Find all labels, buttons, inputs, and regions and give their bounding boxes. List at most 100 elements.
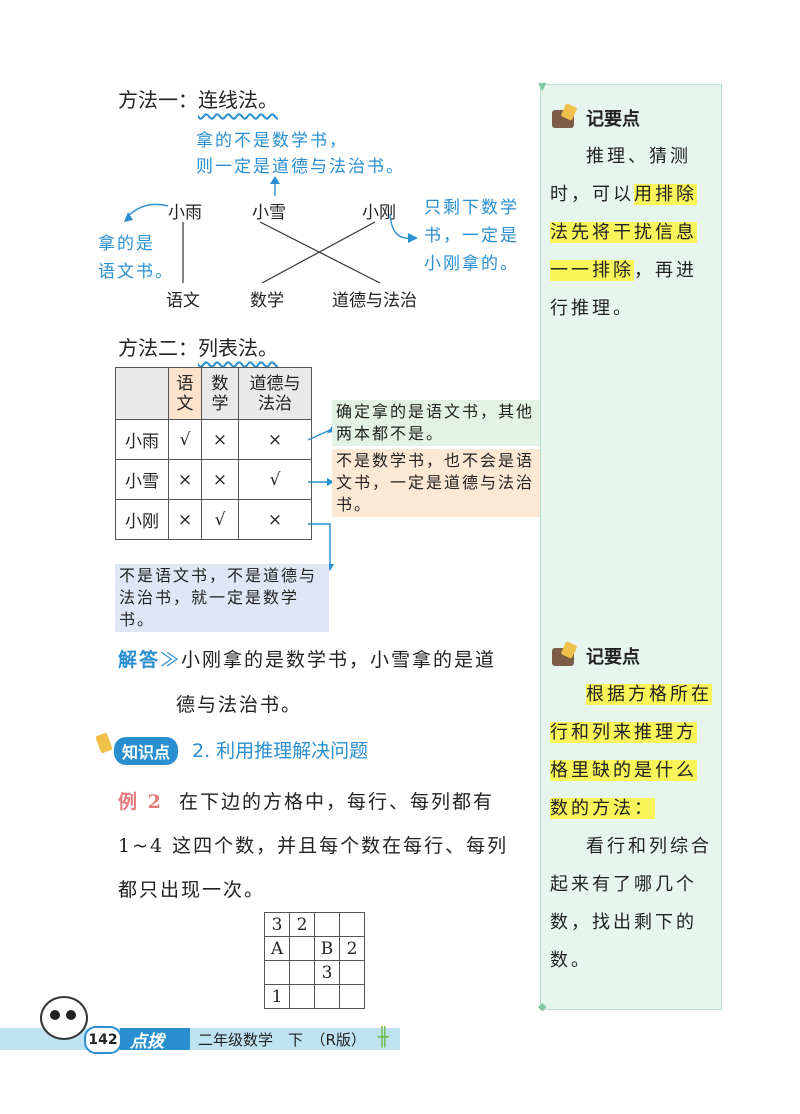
row-name: 小雪 — [115, 459, 169, 500]
arrow-row3 — [308, 523, 331, 565]
matching-diagram — [124, 176, 418, 284]
cell: √ — [201, 499, 239, 540]
bamboo-icon: ╫ — [378, 1027, 389, 1048]
sidebar-box1-text-a: 推理、猜测时，可以 — [550, 146, 691, 205]
note-left: 拿的是 语文书。 — [98, 230, 174, 286]
cell: × — [201, 459, 239, 500]
sidebar-top-marker: ▼ — [538, 80, 547, 93]
book-title: 二年级数学 下 （R版） — [198, 1031, 366, 1049]
arrow-left-note — [127, 203, 169, 217]
table-row: 小雨 √ × × — [115, 419, 312, 460]
table-row: 小刚 × √ × — [115, 499, 312, 540]
grid-cell: 1 — [264, 984, 290, 1009]
sidebar-box1-highlight: 用排除法先将干扰信息一一排除 — [550, 184, 697, 281]
grid-cell: 3 — [264, 912, 290, 937]
grid-cell — [339, 960, 365, 985]
note-blue: 不是语文书，不是道德与法治书，就一定是数学书。 — [115, 564, 329, 632]
row-name: 小刚 — [115, 499, 169, 540]
grid-cell: A — [264, 936, 290, 961]
note-top-line1: 拿的不是数学书， — [196, 131, 348, 151]
sidebar-box2-text-a: 根据方格所在行和列来推理方格里缺的是什么数的方法： — [550, 676, 716, 828]
cell: × — [201, 419, 239, 460]
header-chinese: 语 文 — [168, 367, 202, 420]
note-green: 确定拿的是语文书，其他两本都不是。 — [332, 400, 540, 446]
note-top: 拿的不是数学书， 则一定是道德与法治书。 — [196, 128, 405, 180]
note-left-line2: 语文书。 — [98, 262, 174, 282]
table-row: 小雪 × × √ — [115, 459, 312, 500]
sidebar-box1-text-c: ，再进行推理。 — [550, 260, 697, 319]
note-right-line1: 只剩下数学 — [424, 198, 519, 218]
pencil-icon — [95, 732, 113, 754]
cell: × — [238, 499, 312, 540]
arrow-top-head — [270, 176, 280, 184]
sidebar-box2-highlight: 根据方格所在行和列来推理方格里缺的是什么数的方法： — [550, 684, 712, 819]
grid-cell — [264, 960, 290, 985]
note-left-line1: 拿的是 — [98, 234, 155, 254]
grid-cell — [339, 984, 365, 1009]
example-text: 例 2 在下边的方格中，每行、每列都有 1~4 这四个数，并且每个数在每行、每列… — [118, 780, 538, 912]
grid-cell — [314, 912, 340, 937]
header-moral-law: 道德与 法治 — [238, 367, 312, 420]
pencil-note-icon — [552, 110, 574, 128]
panda-mascot-icon — [40, 996, 88, 1040]
row-name: 小雨 — [115, 419, 169, 460]
sidebar-box2-text-b: 看行和列综合起来有了哪几个数，找出剩下的数。 — [550, 836, 712, 971]
example-tag: 例 2 — [118, 791, 163, 813]
header-math: 数 学 — [201, 367, 239, 420]
grid-cell — [314, 984, 340, 1009]
pencil-note-icon-2 — [552, 648, 574, 666]
note-right: 只剩下数学 书，一定是 小刚拿的。 — [424, 194, 519, 278]
sidebar-box2-title: 记要点 — [586, 647, 640, 668]
page-number: 142 — [84, 1026, 122, 1054]
answer-line1: 解答≫小刚拿的是数学书，小雪拿的是道 — [118, 649, 497, 671]
arrow-row1 — [307, 429, 331, 441]
line-xiaoxue-to-moral — [259, 221, 381, 284]
grid-cell: 3 — [314, 960, 340, 985]
cell: √ — [238, 459, 312, 500]
person-xiaogang: 小刚 — [362, 203, 396, 223]
knowledge-title: 2. 利用推理解决问题 — [192, 740, 369, 762]
sidebar-bottom-marker: ◆ — [538, 1000, 547, 1013]
cell: × — [168, 459, 202, 500]
note-top-line2: 则一定是道德与法治书。 — [196, 157, 405, 177]
table-corner — [115, 367, 169, 420]
grid-cell — [289, 936, 315, 961]
arrow-left-head — [124, 212, 133, 222]
grid-cell — [289, 984, 315, 1009]
grid-cell: 2 — [339, 936, 365, 961]
method1-label: 方法一： — [118, 88, 198, 112]
grid-cell: 2 — [289, 912, 315, 937]
example-line2: 1~4 这四个数，并且每个数在每行、每列 — [118, 835, 509, 857]
arrow-right-note — [389, 213, 411, 239]
answer-line2: 德与法治书。 — [176, 694, 303, 716]
line-xiaogang-to-math — [261, 221, 376, 284]
example-line1: 在下边的方格中，每行、每列都有 — [178, 791, 494, 813]
sidebar-box1-title: 记要点 — [586, 109, 640, 130]
person-xiaoxue: 小雪 — [252, 203, 286, 223]
person-xiaoyu: 小雨 — [168, 203, 202, 223]
reasoning-table: 语 文 数 学 道德与 法治 小雨 √ × × 小雪 × × √ 小刚 × √ … — [115, 367, 312, 540]
cell: × — [168, 499, 202, 540]
method2-heading: 方法二：列表法。 — [118, 332, 278, 361]
method2-name: 列表法。 — [198, 336, 278, 360]
method2-label: 方法二： — [118, 336, 198, 360]
note-orange: 不是数学书，也不会是语文书，一定是道德与法治书。 — [332, 449, 540, 517]
note-right-line3: 小刚拿的。 — [424, 254, 519, 274]
book-moral-law: 道德与法治 — [332, 291, 417, 311]
book-math: 数学 — [250, 291, 284, 311]
sidebar-box1-text: 推理、猜测时，可以用排除法先将干扰信息一一排除，再进行推理。 — [550, 138, 716, 328]
cell: √ — [168, 419, 202, 460]
grid-cell — [289, 960, 315, 985]
brand-logo: 点拨 — [130, 1032, 164, 1052]
arrow-row2-head — [327, 478, 334, 486]
grid-cell — [339, 912, 365, 937]
note-right-line2: 书，一定是 — [424, 226, 519, 246]
answer-text1: 小刚拿的是数学书，小雪拿的是道 — [181, 649, 497, 671]
knowledge-tag: 知识点 — [114, 737, 179, 765]
method1-name: 连线法。 — [198, 88, 278, 112]
grid-cell: B — [314, 936, 340, 961]
example-line3: 都只出现一次。 — [118, 879, 266, 901]
method1-heading: 方法一：连线法。 — [118, 84, 278, 113]
answer-label: 解答 — [118, 649, 161, 671]
